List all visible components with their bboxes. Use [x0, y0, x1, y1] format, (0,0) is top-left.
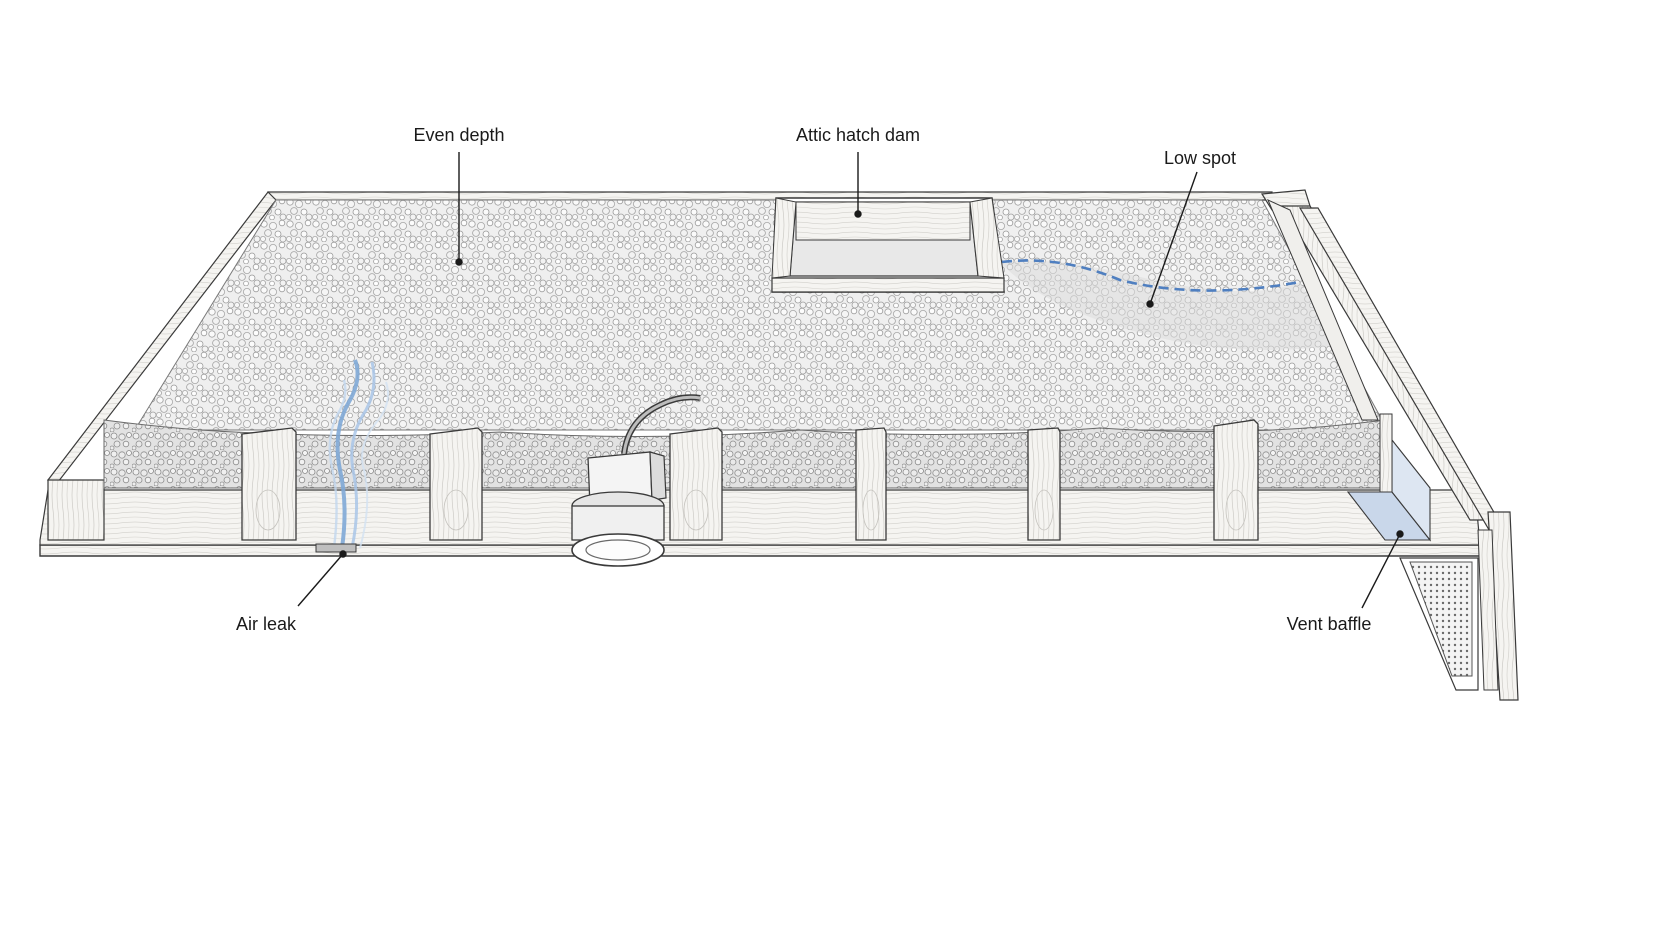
callout-dot-attic-hatch [854, 210, 862, 218]
joist [855, 427, 887, 541]
attic-hatch-dam [771, 197, 1005, 293]
joist [429, 427, 483, 541]
vent-baffle [1346, 413, 1432, 542]
callout-line-low-spot [1149, 171, 1198, 305]
callout-dot-low-spot [1146, 300, 1154, 308]
air-leak-plumes [315, 359, 389, 553]
callout-lines [297, 152, 1404, 609]
callout-dot-air-leak [339, 550, 347, 558]
ceiling-drywall [39, 489, 1481, 557]
label-even-depth: Even depth [413, 125, 504, 145]
loose-fill-insulation [103, 199, 1386, 489]
joist [1213, 419, 1259, 541]
label-air-leak: Air leak [236, 614, 297, 634]
low-spot-dashed-line [1001, 259, 1301, 292]
ceiling-joists [241, 419, 1259, 541]
callout-dot-even-depth [455, 258, 463, 266]
callout-line-air-leak [297, 553, 344, 607]
perimeter-frame [46, 191, 1273, 541]
callout-line-vent-baffle [1361, 533, 1401, 609]
joist [669, 427, 723, 541]
callout-dot-vent-baffle [1396, 530, 1404, 538]
right-eave-wall [1260, 189, 1519, 701]
low-spot-depression [1000, 260, 1340, 350]
recessed-light-fixture [571, 394, 701, 567]
joist [1027, 427, 1061, 541]
label-vent-baffle: Vent baffle [1287, 614, 1372, 634]
label-attic-hatch-dam: Attic hatch dam [796, 125, 920, 145]
joist [241, 427, 297, 541]
soffit-vent [1399, 557, 1479, 691]
label-low-spot: Low spot [1164, 148, 1236, 168]
